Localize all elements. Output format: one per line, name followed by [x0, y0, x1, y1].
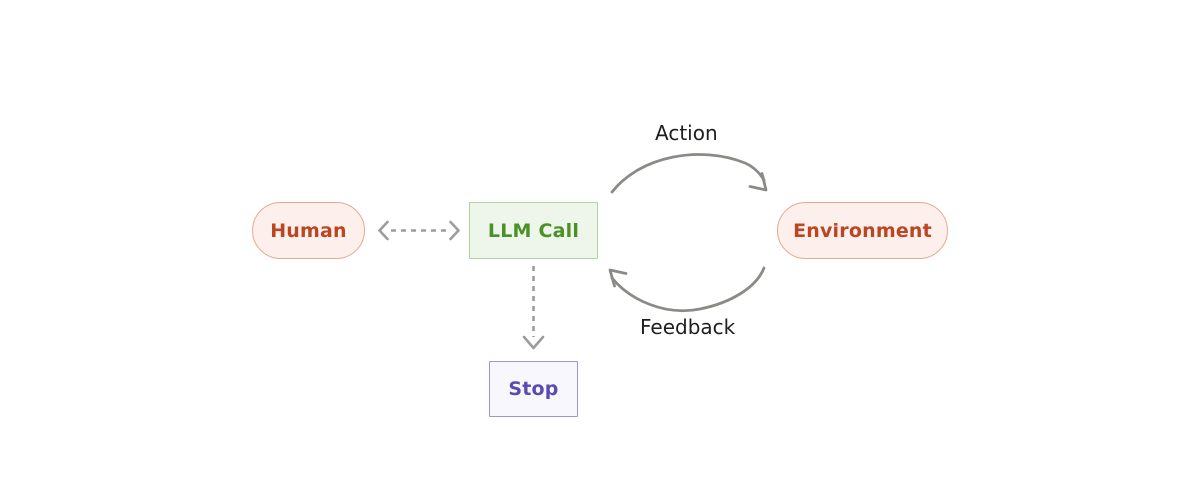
- edge-action: [610, 153, 768, 194]
- edge-label-feedback: Feedback: [640, 315, 736, 339]
- node-environment[interactable]: Environment: [777, 202, 948, 259]
- arrowhead-right-icon: [449, 220, 460, 241]
- arrowhead-left-icon: [378, 220, 389, 241]
- edge-human-llm-call: [378, 220, 460, 241]
- node-human-label: Human: [270, 219, 347, 242]
- edge-feedback: [608, 266, 766, 313]
- node-stop[interactable]: Stop: [489, 361, 578, 417]
- arrowhead-down-icon: [522, 335, 545, 350]
- edge-feedback-arc: [610, 266, 766, 313]
- edge-label-action: Action: [655, 121, 718, 145]
- node-stop-label: Stop: [508, 378, 559, 400]
- node-human[interactable]: Human: [252, 202, 365, 259]
- arrowhead-feedback-icon: [608, 268, 628, 288]
- node-environment-label: Environment: [793, 219, 932, 242]
- edge-llm-call-stop: [522, 266, 545, 350]
- node-llm-call[interactable]: LLM Call: [469, 202, 598, 259]
- arrowhead-action-icon: [748, 172, 768, 192]
- edge-action-arc: [610, 153, 766, 194]
- node-llm-call-label: LLM Call: [487, 219, 580, 242]
